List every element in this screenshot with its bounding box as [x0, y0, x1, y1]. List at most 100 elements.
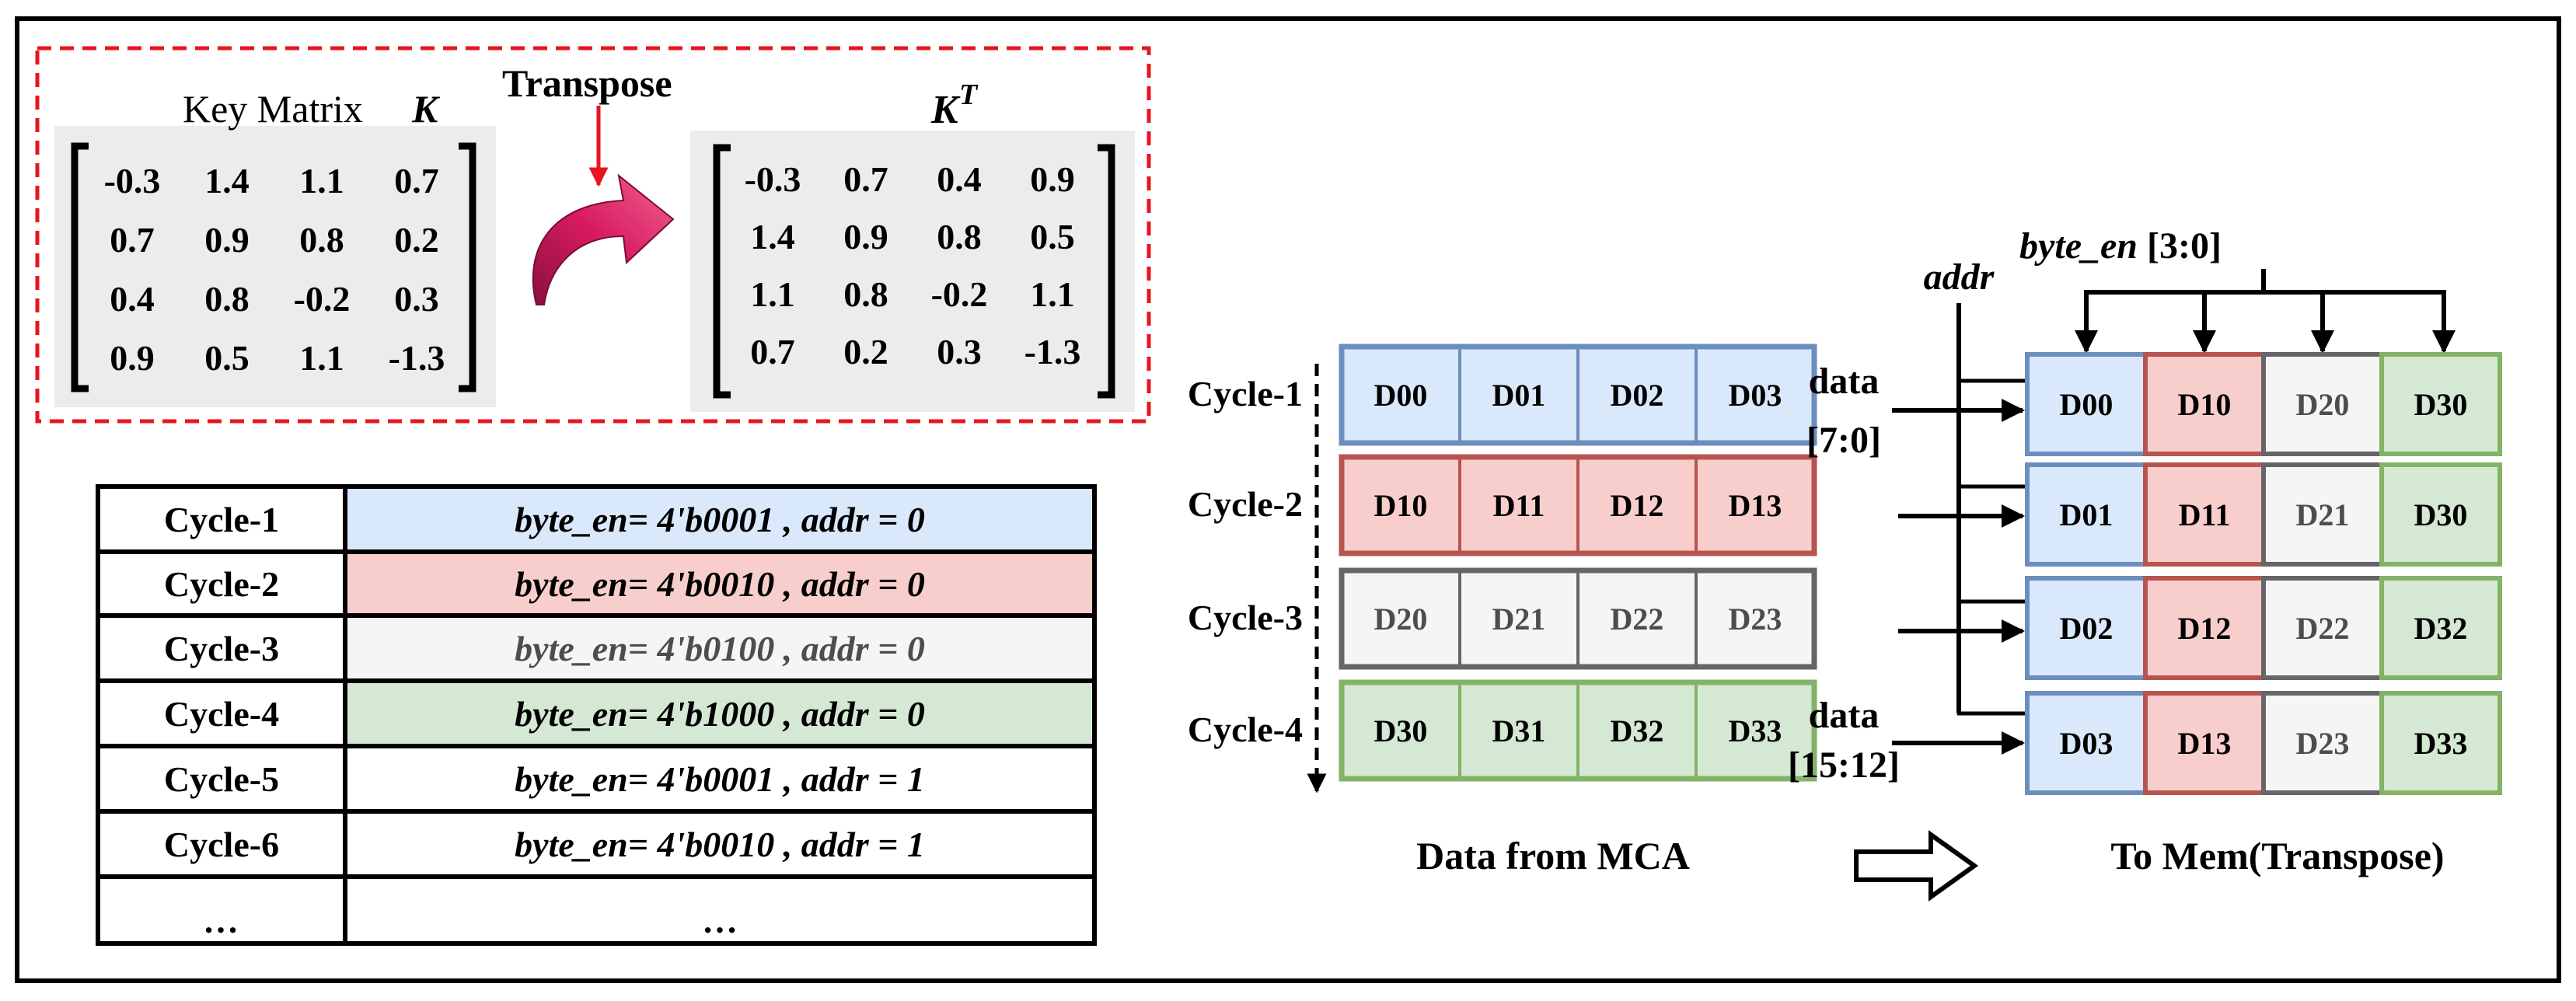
matrix-k-symbol: K	[411, 87, 441, 131]
mca-cell-label: D23	[1729, 602, 1782, 637]
mca-cell-label: D11	[1493, 488, 1545, 523]
cycle-label: Cycle-2	[164, 564, 279, 604]
mem-cell-label: D01	[2060, 497, 2114, 532]
mem-cell-label: D30	[2414, 497, 2468, 532]
matrix-k-cell: -0.2	[294, 279, 351, 319]
config-text: byte_en= 4'b0010 , addr = 0	[515, 564, 925, 604]
dashed-frame	[35, 46, 1151, 424]
mem-cell	[2264, 354, 2382, 454]
mca-cell	[1578, 682, 1696, 779]
matrix-kt-left-bracket	[713, 144, 731, 399]
mem-cell-label: D32	[2414, 611, 2468, 646]
mca-cell-label: D10	[1374, 488, 1428, 523]
config-cell	[343, 744, 1097, 814]
table-row: Cycle-2 byte_en= 4'b0010 , addr = 0	[96, 549, 1097, 618]
matrix-k-right-bracket	[459, 142, 476, 392]
matrix-k-cell: 0.2	[394, 220, 439, 260]
mem-cell-label: D02	[2060, 611, 2114, 646]
mca-cell-label: D22	[1611, 602, 1664, 637]
matrix-kt-cell: 0.2	[843, 332, 888, 371]
curved-arrow-icon	[532, 173, 675, 305]
mca-cell-label: D13	[1729, 488, 1782, 523]
matrix-kt-cell: 0.8	[937, 217, 982, 256]
matrix-kt-right-bracket	[1098, 144, 1115, 399]
mca-cell-label: D01	[1492, 378, 1546, 413]
config-text: byte_en= 4'b0010 , addr = 1	[515, 825, 925, 864]
matrix-kt-cell: 0.7	[750, 332, 795, 371]
matrix-k-cell: 0.3	[394, 279, 439, 319]
mca-cell	[1696, 457, 1814, 553]
mem-cell	[2382, 465, 2500, 564]
mca-cell	[1342, 347, 1460, 443]
mem-cell	[2264, 578, 2382, 678]
config-text: byte_en= 4'b0001 , addr = 0	[515, 500, 925, 539]
mca-cell	[1460, 682, 1578, 779]
mem-cell-label: D23	[2296, 726, 2350, 761]
mca-cell-label: D00	[1374, 378, 1428, 413]
data-bottom-label-1: data	[1809, 695, 1880, 736]
config-cell	[343, 809, 1097, 879]
byte-en-range: [3:0]	[2147, 225, 2222, 267]
mem-cell	[2027, 578, 2145, 678]
mca-row: D10 D11 D12 D13	[1339, 454, 1817, 556]
mem-cell-label: D00	[2060, 387, 2114, 422]
mem-cell-label: D03	[2060, 726, 2114, 761]
data-bottom-label-2: [15:12]	[1788, 745, 1900, 786]
mca-cell-label: D31	[1492, 713, 1546, 748]
matrix-kt-cell: -0.2	[931, 274, 988, 314]
mca-cell	[1460, 457, 1578, 553]
mca-cell	[1342, 682, 1460, 779]
matrix-k-cell: 1.4	[204, 161, 250, 201]
mca-cell-label: D03	[1729, 378, 1782, 413]
mca-cell-label: D20	[1374, 602, 1428, 637]
matrix-k-cell: 0.4	[110, 279, 155, 319]
mem-cell-label: D12	[2178, 611, 2232, 646]
mem-cell-label: D21	[2296, 497, 2350, 532]
table-row: Cycle-5 byte_en= 4'b0001 , addr = 1	[96, 744, 1097, 814]
matrix-kt-cell: 0.7	[843, 159, 888, 199]
mem-row: D01 D11 D21 D30	[2025, 462, 2502, 567]
mca-cell	[1696, 570, 1814, 667]
matrix-kt-cell: -0.3	[745, 159, 801, 199]
mca-cell	[1342, 570, 1460, 667]
mem-cell-label: D30	[2414, 387, 2468, 422]
mca-cycle-label: Cycle-3	[1188, 598, 1303, 637]
data-top-label-2: [7:0]	[1806, 420, 1881, 461]
config-cell	[343, 678, 1097, 748]
mca-cell	[1696, 682, 1814, 779]
matrix-k-cell: -1.3	[389, 338, 445, 378]
config-text: byte_en= 4'b1000 , addr = 0	[515, 694, 925, 734]
matrix-kt-cell: 1.4	[750, 217, 795, 256]
mem-cell-label: D33	[2414, 726, 2468, 761]
mem-caption: To Mem(Transpose)	[2110, 834, 2444, 877]
matrix-k-cell: -0.3	[104, 161, 161, 201]
mem-cell-label: D22	[2296, 611, 2350, 646]
matrix-kt-cell: -1.3	[1024, 332, 1081, 371]
matrix-kt-superscript: T	[959, 78, 979, 111]
hollow-right-arrow-icon	[1854, 830, 1979, 902]
mem-cell	[2264, 465, 2382, 564]
mem-cell-label: D11	[2179, 497, 2231, 532]
matrix-k-cell: 0.8	[204, 279, 250, 319]
config-text: byte_en= 4'b0001 , addr = 1	[515, 759, 925, 799]
mca-cell-label: D12	[1611, 488, 1664, 523]
mca-cell	[1696, 347, 1814, 443]
outer-border	[15, 16, 2561, 983]
matrix-kt-cell: 1.1	[1030, 274, 1075, 314]
matrix-kt-cell: 0.3	[937, 332, 982, 371]
mca-cell-label: D33	[1729, 713, 1782, 748]
mca-cell	[1342, 457, 1460, 553]
mem-cell	[2027, 693, 2145, 793]
mem-cell	[2145, 465, 2264, 564]
cycle-label: Cycle-5	[164, 759, 279, 799]
mem-cell	[2027, 465, 2145, 564]
matrix-k-cell: 0.9	[204, 220, 250, 260]
